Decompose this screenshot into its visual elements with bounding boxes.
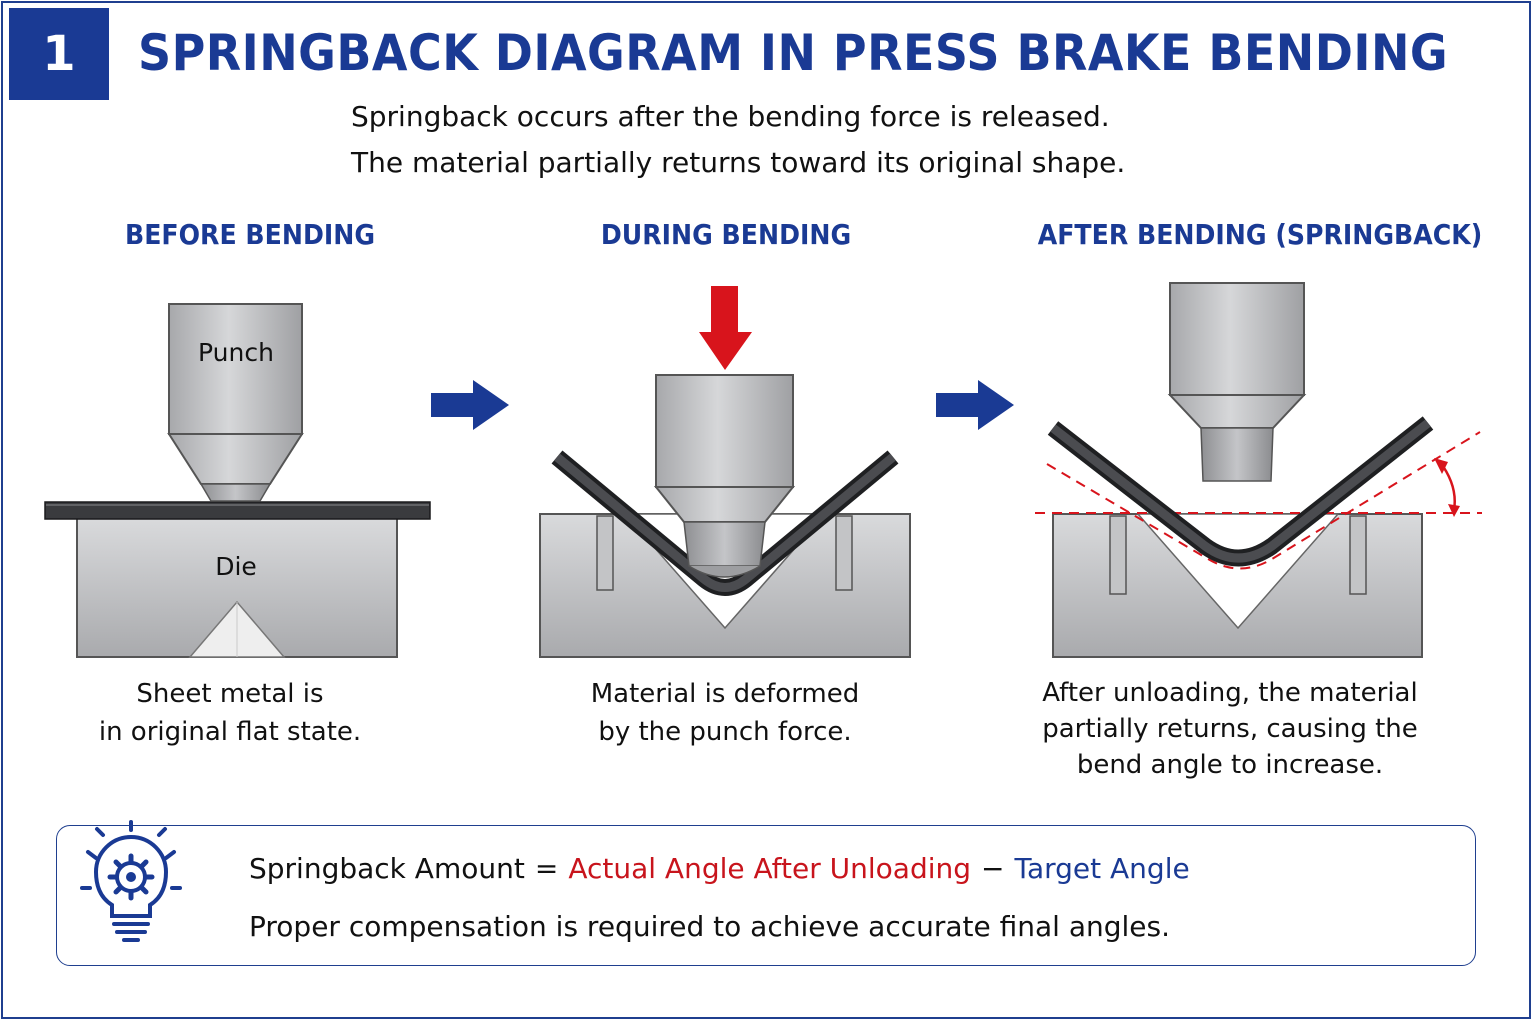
die-block-after (1052, 513, 1423, 658)
compensation-note: Proper compensation is required to achie… (249, 910, 1171, 943)
caption-before-line-1: Sheet metal is (136, 679, 324, 709)
formula-left: Springback Amount (249, 852, 525, 885)
stage-heading-after: AFTER BENDING (SPRINGBACK) (1037, 218, 1483, 251)
punch-during (653, 374, 796, 578)
formula-actual-angle: Actual Angle After Unloading (568, 852, 972, 885)
caption-before: Sheet metal is in original flat state. (60, 675, 400, 751)
right-arrow-icon (431, 380, 509, 430)
right-arrow-icon (936, 380, 1014, 430)
caption-after-line-1: After unloading, the material (1042, 678, 1418, 708)
springback-angle-marker (1434, 458, 1460, 517)
intro-line-2: The material partially returns toward it… (351, 146, 1126, 179)
caption-after-line-3: bend angle to increase. (1076, 750, 1384, 780)
caption-during-line-1: Material is deformed (590, 679, 860, 709)
springback-formula: Springback Amount = Actual Angle After Unl… (249, 852, 1190, 885)
flat-sheet-metal (44, 501, 431, 520)
caption-after-line-2: partially returns, causing the (1042, 714, 1418, 744)
down-arrow-icon (699, 286, 752, 370)
caption-during-line-2: by the punch force. (598, 717, 852, 747)
punch-before (167, 303, 304, 502)
stage-heading-during: DURING BENDING (600, 218, 852, 251)
lightbulb-gear-icon (80, 820, 182, 942)
stage-before-illustration: Punch Die (44, 303, 431, 658)
formula-minus: − (981, 852, 1005, 885)
caption-during: Material is deformed by the punch force. (540, 675, 910, 751)
formula-target-angle: Target Angle (1014, 852, 1190, 885)
stage-heading-before: BEFORE BENDING (124, 218, 376, 251)
die-label: Die (215, 552, 257, 581)
page-title: SPRINGBACK DIAGRAM IN PRESS BRAKE BENDIN… (138, 24, 1449, 82)
die-block-before (76, 517, 398, 658)
target-angle-reference-lines (1035, 431, 1482, 570)
punch-label: Punch (198, 338, 274, 367)
formula-equals: = (534, 852, 559, 885)
stage-after-illustration (1035, 282, 1482, 658)
formula-panel (56, 825, 1476, 966)
caption-after: After unloading, the material partially … (1020, 675, 1440, 783)
section-number-badge: 1 (9, 8, 109, 100)
caption-before-line-2: in original flat state. (98, 717, 362, 747)
intro-line-1: Springback occurs after the bending forc… (351, 100, 1110, 133)
stage-during-illustration (539, 286, 911, 658)
punch-after (1167, 282, 1307, 482)
